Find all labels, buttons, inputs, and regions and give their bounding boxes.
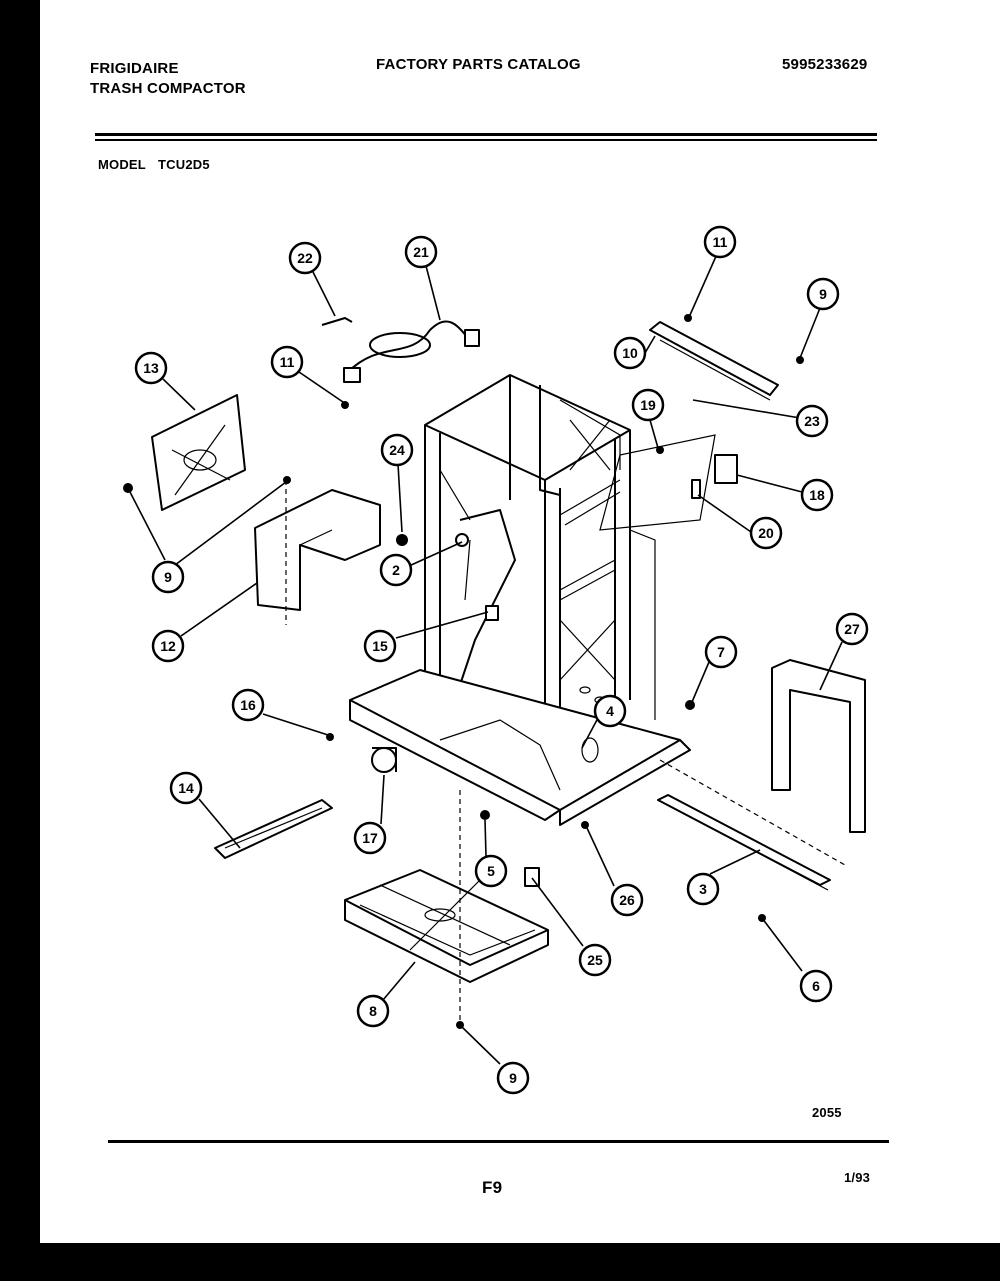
power-cord (343, 320, 480, 383)
side-brace (657, 759, 846, 891)
callout-23: 23 (795, 404, 829, 438)
svg-text:25: 25 (587, 952, 603, 968)
catalog-title: FACTORY PARTS CATALOG (376, 56, 581, 73)
bottom-pan (344, 869, 549, 983)
rear-panel (151, 394, 246, 511)
svg-text:17: 17 (362, 830, 378, 846)
callout-7: 7 (704, 635, 738, 669)
model-value: TCU2D5 (158, 157, 210, 172)
svg-text:16: 16 (240, 697, 256, 713)
figure-number: 2055 (812, 1105, 842, 1120)
callout-11-top: 11 (703, 225, 737, 259)
svg-text:7: 7 (717, 644, 725, 660)
header-rule-bottom (95, 139, 877, 141)
svg-text:15: 15 (372, 638, 388, 654)
callout-9-bottom: 9 (496, 1061, 530, 1095)
toe-kick (214, 799, 333, 859)
footer-rule (108, 1140, 889, 1143)
svg-text:13: 13 (143, 360, 159, 376)
svg-text:5: 5 (487, 863, 495, 879)
svg-text:9: 9 (164, 569, 172, 585)
callout-2: 2 (379, 553, 413, 587)
svg-text:6: 6 (812, 978, 820, 994)
callout-19: 19 (631, 388, 665, 422)
svg-text:10: 10 (622, 345, 638, 361)
date-code: 1/93 (844, 1170, 871, 1185)
callout-8: 8 (356, 994, 390, 1028)
svg-text:23: 23 (804, 413, 820, 429)
svg-text:2: 2 (392, 562, 400, 578)
svg-text:12: 12 (160, 638, 176, 654)
callout-20: 20 (749, 516, 783, 550)
leader-lines (129, 253, 843, 1065)
exploded-parts-diagram: 22 21 11 10 9 13 11 23 19 24 18 20 9 2 1… (123, 225, 869, 1095)
callout-27: 27 (835, 612, 869, 646)
cabinet-base (349, 669, 691, 826)
door-panel (771, 659, 866, 833)
callout-6: 6 (799, 969, 833, 1003)
callout-11-left: 11 (270, 345, 304, 379)
svg-text:11: 11 (713, 234, 728, 250)
svg-text:20: 20 (758, 525, 774, 541)
callout-12: 12 (151, 629, 185, 663)
callout-13: 13 (134, 351, 168, 385)
svg-text:18: 18 (809, 487, 825, 503)
svg-text:21: 21 (413, 244, 429, 260)
callout-10: 10 (613, 336, 647, 370)
callout-15: 15 (363, 629, 397, 663)
callout-21: 21 (404, 235, 438, 269)
catalog-number: 5995233629 (782, 56, 868, 73)
svg-text:22: 22 (297, 250, 313, 266)
brand-name: FRIGIDAIRE (90, 60, 179, 77)
header-rule-top (95, 133, 877, 136)
callout-9-top: 9 (806, 277, 840, 311)
product-name: TRASH COMPACTOR (90, 80, 246, 97)
svg-text:26: 26 (619, 892, 635, 908)
callout-24: 24 (380, 433, 414, 467)
callout-25: 25 (578, 943, 612, 977)
callout-14: 14 (169, 771, 203, 805)
svg-text:3: 3 (699, 881, 707, 897)
callout-16: 16 (231, 688, 265, 722)
svg-text:9: 9 (819, 286, 827, 302)
svg-text:4: 4 (606, 703, 614, 719)
control-cover (254, 480, 381, 625)
callout-17: 17 (353, 821, 387, 855)
bracket-22 (321, 317, 353, 326)
callout-5: 5 (474, 854, 508, 888)
svg-text:9: 9 (509, 1070, 517, 1086)
svg-text:27: 27 (844, 621, 860, 637)
callout-18: 18 (800, 478, 834, 512)
svg-text:24: 24 (389, 442, 405, 458)
top-bracket (649, 321, 779, 401)
callout-26: 26 (610, 883, 644, 917)
switch-assembly (599, 434, 738, 531)
svg-text:8: 8 (369, 1003, 377, 1019)
callout-4: 4 (593, 694, 627, 728)
svg-text:11: 11 (280, 354, 295, 370)
svg-text:19: 19 (640, 397, 656, 413)
model-label: MODEL (98, 157, 146, 172)
callout-22: 22 (288, 241, 322, 275)
callout-9-left: 9 (151, 560, 185, 594)
svg-text:14: 14 (178, 780, 194, 796)
page-code: F9 (482, 1178, 503, 1197)
callout-3: 3 (686, 872, 720, 906)
